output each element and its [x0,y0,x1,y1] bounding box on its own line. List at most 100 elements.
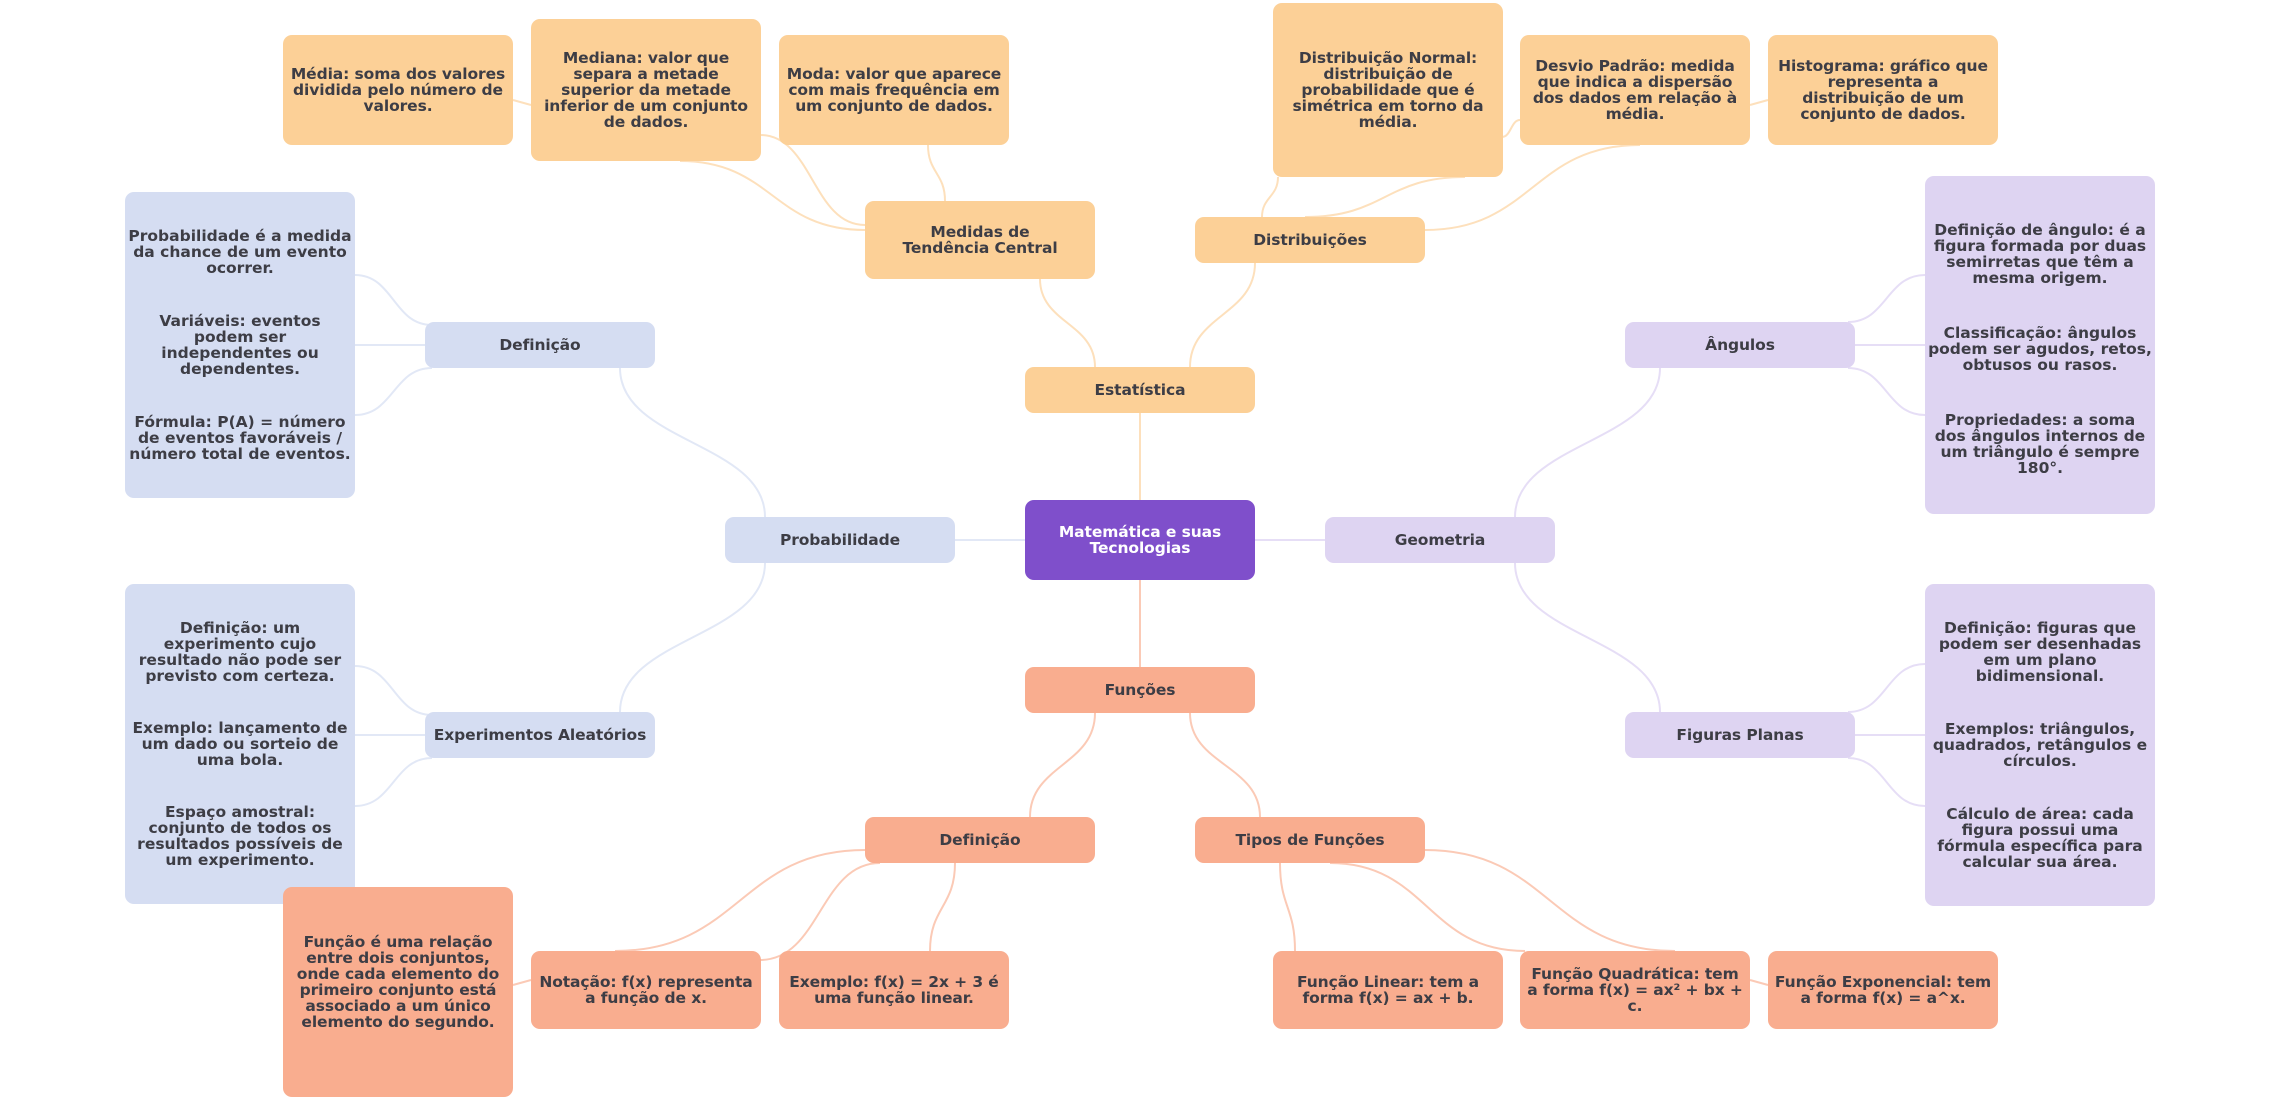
branch-estatistica[interactable]: Estatística [1025,367,1255,413]
link-distribuicoes-desvio [1424,144,1641,231]
branch-geometria[interactable]: Geometria [1325,517,1555,563]
leaf-text: Mediana: valor que separa a metade super… [544,49,748,131]
link-fig-item1 [1847,663,1926,713]
link-funcoes-tipos [1189,712,1261,818]
leaf-histograma[interactable]: Histograma: gráfico que representa a dis… [1768,35,1998,145]
leaf-moda[interactable]: Moda: valor que aparece com mais frequên… [779,35,1009,145]
leaf-funcao-quadratica[interactable]: Função Quadrática: tem a forma f(x) = ax… [1520,951,1750,1029]
leaf-mediana[interactable]: Mediana: valor que separa a metade super… [531,19,761,161]
leaf-funcao-linear[interactable]: Função Linear: tem a forma f(x) = ax + b… [1273,951,1503,1029]
leaf-funcao-definicao[interactable]: Função é uma relação entre dois conjunto… [283,887,513,1097]
leaf-notacao[interactable]: Notação: f(x) representa a função de x. [531,951,761,1029]
branch-funcoes[interactable]: Funções [1025,667,1255,713]
branch-funcoes-label: Funções [1104,681,1176,699]
link-geo-angulos [1514,367,1661,518]
leaf-group-figuras-planas: Definição: figuras que podem ser desenha… [1925,584,2155,906]
topic-label: Figuras Planas [1676,726,1804,744]
link-tipos-quadratica [1329,862,1526,952]
leaf-distribuicao-normal[interactable]: Distribuição Normal: distribuição de pro… [1273,3,1503,177]
link-estatistica-medidas [1039,278,1096,368]
leaf-group-experimentos-aleatorios: Definição: um experimento cujo resultado… [125,584,355,904]
leaf-text[interactable]: Probabilidade é a medida da chance de um… [128,227,352,278]
link-prob-definicao [619,367,766,518]
link-prob-experimentos [619,562,766,713]
branch-geometria-label: Geometria [1394,531,1486,549]
leaf-text: Função é uma relação entre dois conjunto… [296,933,500,1031]
link-def-item3 [354,367,433,416]
leaf-text[interactable]: Variáveis: eventos podem ser independent… [159,311,321,378]
link-fig-item3 [1847,757,1926,807]
link-geo-figuras [1514,562,1661,713]
topic-label: Tipos de Funções [1235,831,1385,849]
leaf-text[interactable]: Propriedades: a soma dos ângulos interno… [1934,411,2146,478]
leaf-text[interactable]: Exemplos: triângulos, quadrados, retângu… [1932,719,2148,770]
link-def-item1 [354,274,433,326]
topic-figuras-planas[interactable]: Figuras Planas [1625,712,1855,758]
topic-tipos-de-funcoes[interactable]: Tipos de Funções [1195,817,1425,863]
leaf-text[interactable]: Definição: um experimento cujo resultado… [138,619,342,685]
link-desvio-histograma [1749,99,1769,106]
link-medidas-mediana [679,160,866,231]
leaf-exemplo-funcao[interactable]: Exemplo: f(x) = 2x + 3 é uma função line… [779,951,1009,1029]
topic-label: Experimentos Aleatórios [433,726,647,744]
link-tipos-linear [1279,862,1296,952]
branch-probabilidade-label: Probabilidade [779,531,901,549]
leaf-text[interactable]: Exemplo: lançamento de um dado ou sortei… [132,719,348,769]
topic-label: Medidas de Tendência Central [902,223,1058,257]
topic-medidas-tendencia-central[interactable]: Medidas de Tendência Central [865,201,1095,279]
branch-probabilidade[interactable]: Probabilidade [725,517,955,563]
leaf-desvio-padrao[interactable]: Desvio Padrão: medida que indica a dispe… [1520,35,1750,145]
leaf-text[interactable]: Definição: figuras que podem ser desenha… [1938,619,2142,686]
topic-definicao-funcoes[interactable]: Definição [865,817,1095,863]
leaf-funcao-exponencial[interactable]: Função Exponencial: tem a forma f(x) = a… [1768,951,1998,1029]
leaf-text: Exemplo: f(x) = 2x + 3 é uma função line… [789,973,999,1007]
leaf-text: Moda: valor que aparece com mais frequên… [786,65,1002,115]
root-node[interactable]: Matemática e suas Tecnologias [1025,500,1255,580]
leaf-text: Função Linear: tem a forma f(x) = ax + b… [1297,973,1479,1007]
link-ang-item1 [1847,274,1926,323]
topic-label: Definição [499,336,581,354]
link-medidas-moda [927,144,946,202]
leaf-text[interactable]: Definição de ângulo: é a figura formada … [1933,220,2147,287]
topic-distribuicoes[interactable]: Distribuições [1195,217,1425,263]
topic-definicao-probabilidade[interactable]: Definição [425,322,655,368]
link-estatistica-distribuicoes [1189,262,1256,368]
leaf-text[interactable]: Espaço amostral: conjunto de todos os re… [137,803,343,869]
topic-label: Distribuições [1253,231,1367,249]
leaf-group-definicao-probabilidade: Probabilidade é a medida da chance de um… [125,192,355,498]
link-exp-item3 [354,757,433,807]
link-distribuicoes-normal-2 [1304,176,1466,218]
link-definicao-notacao [759,862,881,961]
leaf-text: Média: soma dos valores dividida pelo nú… [290,65,506,115]
link-exp-item1 [354,665,433,716]
leaf-text[interactable]: Fórmula: P(A) = número de eventos favorá… [129,412,351,463]
topic-label: Ângulos [1705,336,1775,354]
leaf-text: Histograma: gráfico que representa a dis… [1778,57,1988,123]
branch-estatistica-label: Estatística [1094,381,1186,399]
link-definicao-exemplo [929,862,956,952]
topic-label: Definição [939,831,1021,849]
link-definicao-notacao-curve [614,849,866,952]
leaf-group-angulos: Definição de ângulo: é a figura formada … [1925,176,2155,514]
link-ang-item3 [1847,367,1926,416]
link-medidas-media [512,99,532,106]
leaf-text: Função Quadrática: tem a forma f(x) = ax… [1527,965,1743,1015]
leaf-text: Desvio Padrão: medida que indica a dispe… [1532,57,1738,123]
topic-angulos[interactable]: Ângulos [1625,322,1855,368]
link-normal-desvio [1501,119,1521,138]
root-node-label: Matemática e suas Tecnologias [1058,523,1222,557]
leaf-text: Notação: f(x) representa a função de x. [539,973,753,1007]
leaf-text: Função Exponencial: tem a forma f(x) = a… [1774,973,1992,1007]
link-distribuicoes-normal [1261,176,1279,218]
leaf-text[interactable]: Cálculo de área: cada figura possui uma … [1937,804,2143,871]
topic-experimentos-aleatorios[interactable]: Experimentos Aleatórios [425,712,655,758]
link-medidas-mediana-2 [759,134,866,226]
link-quadratica-exponencial [1749,979,1769,986]
leaf-text[interactable]: Classificação: ângulos podem ser agudos,… [1928,323,2152,374]
link-notacao-funcao [512,979,532,986]
leaf-media[interactable]: Média: soma dos valores dividida pelo nú… [283,35,513,145]
link-tipos-exponencial-curve [1424,849,1676,952]
link-funcoes-definicao [1029,712,1096,818]
leaf-text: Distribuição Normal: distribuição de pro… [1292,49,1484,131]
